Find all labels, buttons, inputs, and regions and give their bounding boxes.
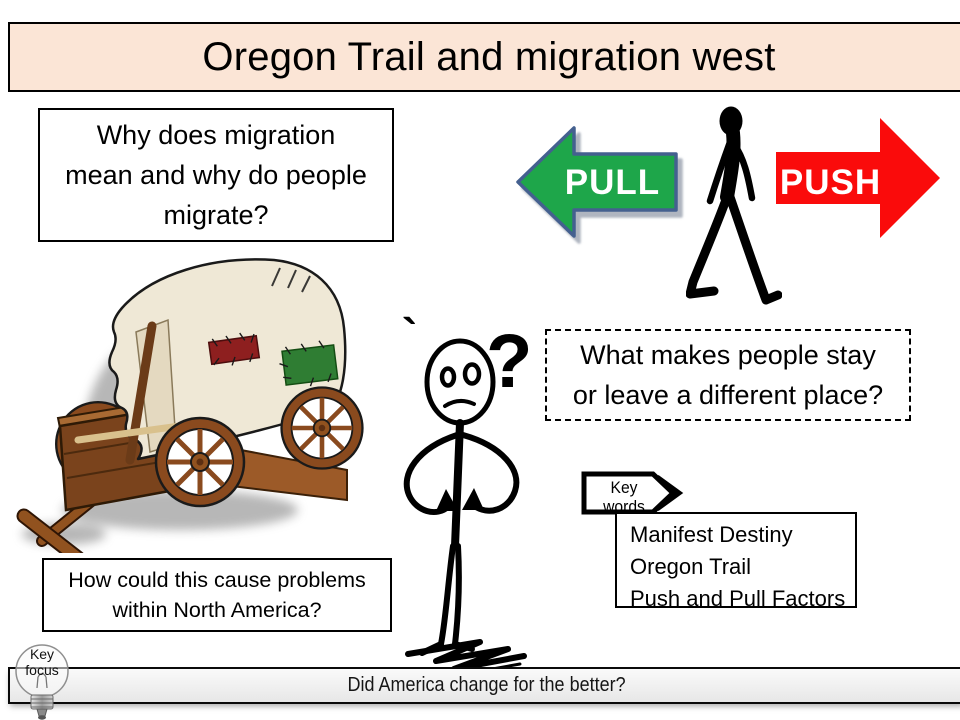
covered-wagon-icon [16, 258, 377, 553]
person-front-leg [686, 192, 732, 299]
pull-arrow-icon [516, 126, 678, 238]
problems-question-line: within North America? [112, 598, 322, 622]
walking-person-icon [686, 106, 782, 305]
migration-question-box: Why does migration mean and why do peopl… [38, 108, 394, 242]
stick-figure-left-leg [438, 543, 456, 647]
key-focus-badge: Key focus [12, 646, 72, 678]
key-focus-badge-line: focus [25, 661, 59, 678]
wagon-wheel-rear-right [282, 388, 363, 469]
stick-figure-right-leg [452, 543, 462, 647]
stick-figure-torso [451, 419, 464, 550]
key-word-item: Push and Pull Factors [630, 586, 846, 611]
migration-question-line: migrate? [163, 200, 269, 230]
migration-question-line: Why does migration [96, 120, 336, 150]
stick-figure-eye [462, 362, 482, 386]
push-arrow-icon [776, 118, 940, 238]
key-words-box: Manifest Destiny Oregon Trail Push and P… [615, 512, 857, 611]
lightbulb-icon [15, 644, 69, 720]
stick-figure-eye [439, 366, 457, 388]
push-arrow-shape [776, 118, 940, 238]
key-word-item: Manifest Destiny [630, 522, 793, 547]
wagon-frame [74, 321, 184, 465]
stick-figure-left-hand [436, 489, 458, 511]
person-torso [720, 126, 741, 204]
push-arrow-label: PUSH [779, 163, 882, 202]
stick-figure-left-arm [403, 432, 460, 516]
wagon-red-patch [207, 332, 261, 366]
stick-figure-frown [443, 399, 476, 408]
bulb-base-ridges [31, 698, 53, 708]
stick-figure-shadow-scribble [405, 639, 527, 670]
key-words-banner-icon [581, 471, 684, 515]
pull-arrow-label: PULL [564, 163, 661, 202]
stick-figure-right-hand [462, 488, 484, 510]
migration-question-line: mean and why do people [65, 160, 367, 190]
title-bar: Oregon Trail and migration west [8, 22, 960, 92]
stay-leave-question-line: or leave a different place? [572, 380, 884, 410]
wagon-green-patch [279, 340, 339, 387]
problems-question-box: How could this cause problems within Nor… [42, 558, 392, 632]
person-back-leg [725, 192, 782, 305]
question-mark: ? [486, 319, 533, 404]
confused-stick-figure-icon [403, 338, 527, 670]
bulb-tip [36, 708, 48, 717]
page-title: Oregon Trail and migration west [202, 34, 776, 79]
key-focus-badge-line: Key [29, 646, 55, 662]
accent-mark: ` [402, 309, 418, 361]
stay-leave-question-line: What makes people stay [580, 340, 876, 370]
key-words-banner-label: Key words [603, 479, 645, 516]
stay-leave-question-box: What makes people stay or leave a differ… [545, 329, 911, 421]
bulb-filament [36, 672, 48, 689]
person-back-arm [730, 140, 756, 202]
pull-arrow-shape [516, 126, 678, 238]
key-focus-bar: Did America change for the better? [8, 667, 960, 704]
problems-question-line: How could this cause problems [68, 568, 366, 592]
key-focus-question: Did America change for the better? [347, 674, 627, 696]
stick-figure-head [424, 338, 496, 426]
key-words-banner-chevron [655, 474, 684, 512]
bulb-contact [38, 715, 46, 720]
stick-figure-right-arm [460, 432, 520, 514]
key-word-item: Oregon Trail [630, 554, 752, 579]
person-front-arm [706, 138, 734, 205]
wagon-wheel-front [156, 418, 244, 506]
